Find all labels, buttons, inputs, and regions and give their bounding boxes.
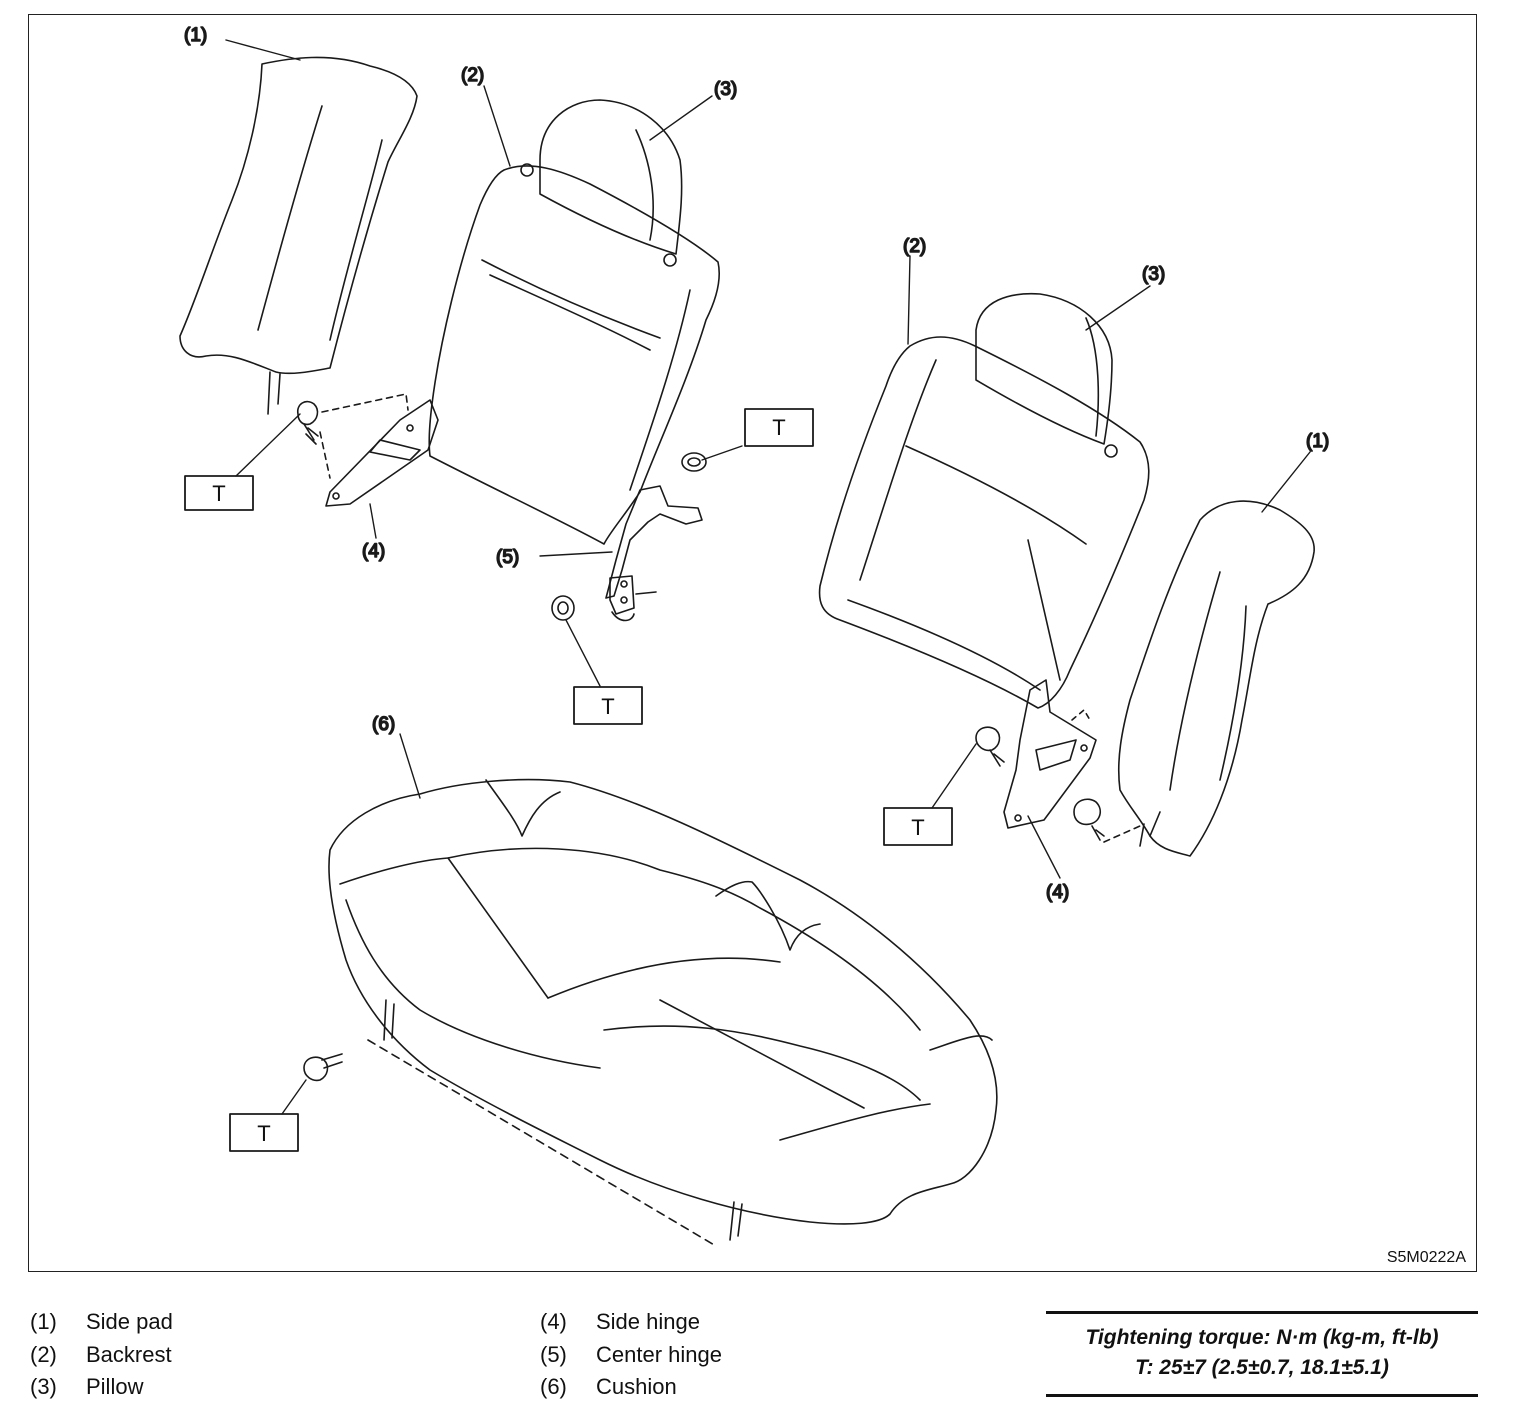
- figure-code: S5M0222A: [1387, 1249, 1466, 1266]
- backrest-left: [428, 163, 721, 545]
- leader-lines: [225, 39, 1311, 1115]
- torque-box-5-label: T: [257, 1121, 270, 1146]
- torque-spec-heading: Tightening torque: N·m (kg-m, ft-lb): [1085, 1326, 1439, 1349]
- torque-box-2-label: T: [772, 415, 785, 440]
- nut-center-upper: [681, 452, 707, 472]
- side-pad-left: [179, 56, 418, 415]
- torque-spec-value: T: 25±7 (2.5±0.7, 18.1±5.1): [1135, 1356, 1389, 1379]
- callout-backrest-left: (2): [461, 65, 484, 86]
- legend-item-number: (3): [30, 1374, 57, 1399]
- callout-side-hinge-right: (4): [1046, 882, 1069, 903]
- legend-item-number: (1): [30, 1309, 57, 1334]
- legend-item-label: Side pad: [86, 1309, 173, 1334]
- legend-item-label: Backrest: [86, 1341, 172, 1367]
- callout-pillow-right: (3): [1142, 264, 1165, 285]
- bolt-right-lower: [1073, 798, 1141, 843]
- callout-center-hinge: (5): [496, 547, 519, 568]
- callout-side-pad-left: (1): [184, 25, 207, 46]
- legend-item-label: Side hinge: [596, 1309, 700, 1334]
- diagram-frame: [28, 14, 1477, 1272]
- torque-box-1-label: T: [212, 481, 225, 506]
- torque-box-5: T: [229, 1113, 299, 1152]
- torque-box-1: T: [184, 475, 254, 511]
- legend-item-label: Cushion: [596, 1374, 677, 1399]
- torque-box-4-label: T: [911, 815, 924, 840]
- callout-side-hinge-left: (4): [362, 541, 385, 562]
- legend-item-number: (4): [540, 1309, 567, 1334]
- legend-item: (4) Side hinge: [540, 1306, 722, 1339]
- pillow-right: [975, 292, 1113, 445]
- legend-left-column: (1) Side pad (2) Backrest (3) Pillow: [30, 1306, 173, 1404]
- nut-center-lower: [551, 595, 575, 621]
- legend-item-label: Center hinge: [596, 1341, 722, 1367]
- torque-box-4: T: [883, 807, 953, 846]
- side-hinge-left: [319, 393, 439, 507]
- pillow-left: [539, 99, 683, 255]
- torque-box-2: T: [744, 408, 814, 447]
- legend-item: (6) Cushion: [540, 1371, 722, 1404]
- legend-item: (3) Pillow: [30, 1371, 173, 1404]
- legend-item: (1) Side pad: [30, 1306, 173, 1339]
- torque-box-3: T: [573, 686, 643, 725]
- center-hinge: [605, 485, 703, 622]
- legend-item-number: (6): [540, 1374, 567, 1399]
- cushion: [328, 778, 998, 1247]
- side-pad-right: [1117, 500, 1315, 857]
- bolt-right-upper: [975, 726, 1005, 767]
- bolt-left: [296, 400, 319, 445]
- side-hinge-right: [1003, 679, 1097, 829]
- legend-right-column: (4) Side hinge (5) Center hinge (6) Cush…: [540, 1306, 722, 1404]
- callout-cushion: (6): [372, 714, 395, 735]
- callout-pillow-left: (3): [714, 79, 737, 100]
- callout-side-pad-right: (1): [1306, 431, 1329, 452]
- callout-backrest-right: (2): [903, 236, 926, 257]
- legend-item-number: (5): [540, 1341, 567, 1367]
- legend-item-label: Pillow: [86, 1374, 144, 1399]
- legend-item: (2) Backrest: [30, 1339, 173, 1372]
- torque-spec: Tightening torque: N·m (kg-m, ft-lb) T: …: [1046, 1311, 1478, 1397]
- bolt-cushion: [303, 1053, 343, 1082]
- legend-item: (5) Center hinge: [540, 1339, 722, 1372]
- backrest-right: [818, 336, 1150, 709]
- torque-box-3-label: T: [601, 694, 614, 719]
- legend-item-number: (2): [30, 1341, 57, 1367]
